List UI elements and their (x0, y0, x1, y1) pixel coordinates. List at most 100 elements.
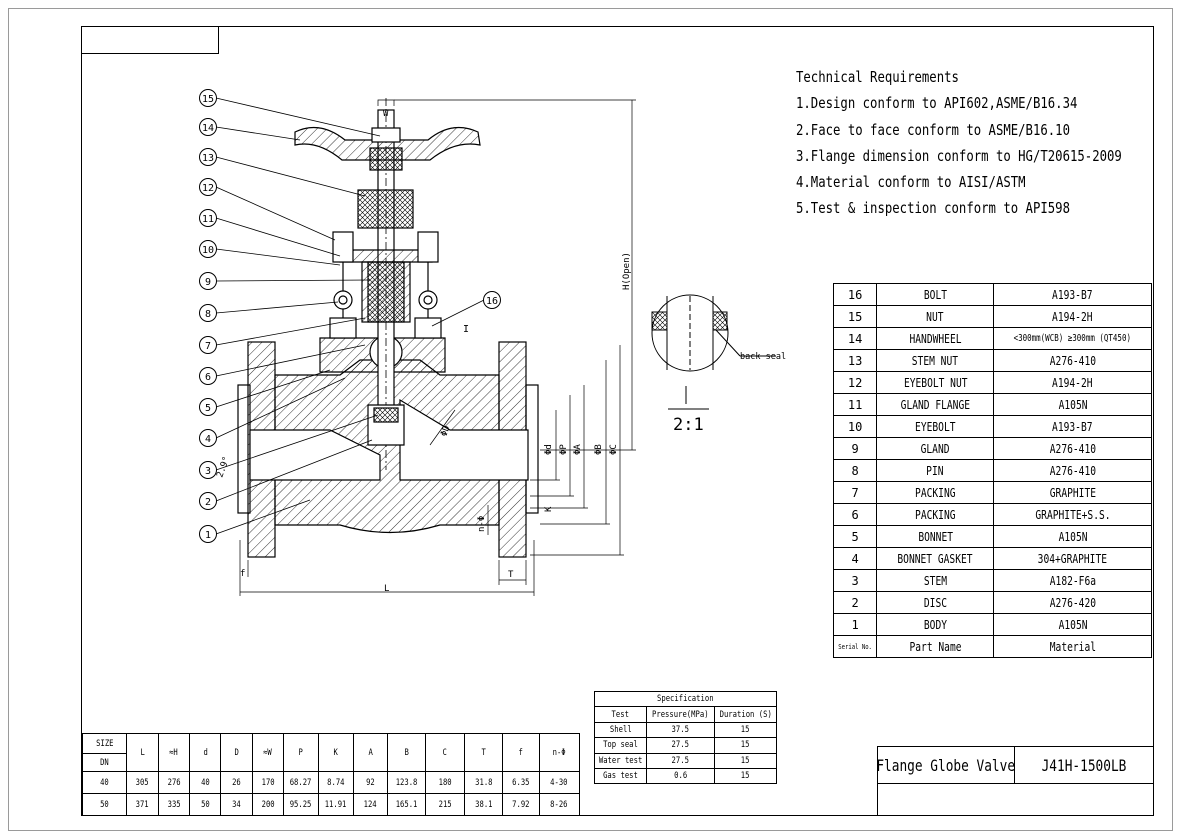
part-material: A194-2H (993, 305, 1152, 328)
part-material: A276-420 (993, 591, 1152, 614)
dims-cell: 8-26 (538, 793, 581, 816)
outer-frame (8, 8, 1173, 831)
spec-cell: 15 (713, 767, 778, 785)
part-no: 8 (832, 459, 878, 482)
dims-cell: 305 (126, 771, 159, 794)
specification-table: Specification Test Pressure(MPa) Duratio… (593, 690, 778, 785)
part-material: A105N (993, 393, 1152, 416)
svg-text:L: L (384, 584, 389, 594)
balloon-5: 5 (199, 398, 217, 416)
balloon-10: 10 (199, 240, 217, 258)
part-no: 12 (832, 371, 878, 394)
spec-cell: 37.5 (646, 721, 715, 739)
dn-value: 40 (81, 771, 128, 794)
svg-text:5: 5 (205, 403, 211, 414)
dims-cell: 276 (157, 771, 191, 794)
title-block: Flange Globe Valve J41H-1500LB (877, 746, 1153, 815)
part-name: EYEBOLT NUT (876, 371, 995, 394)
part-material: A276-410 (993, 459, 1152, 482)
spec-cell: Water test (593, 752, 648, 769)
dims-cell: 165.1 (386, 793, 427, 816)
balloon-8: 8 (199, 304, 217, 322)
dims-cell: 50 (189, 793, 222, 816)
spec-cell: 27.5 (646, 752, 715, 769)
part-material: A182-F6a (993, 569, 1152, 592)
detail-view (651, 294, 776, 410)
detail-mark-label: I (463, 324, 469, 335)
svg-text:n-Φ: n-Φ (477, 516, 487, 532)
dims-cell: 6.35 (502, 771, 540, 794)
tech-item: 1.Design conform to API602,ASME/B16.34 (796, 94, 1078, 113)
spec-cell: 0.6 (646, 767, 715, 785)
svg-text:11: 11 (202, 214, 214, 225)
svg-text:T: T (508, 570, 514, 580)
svg-text:4: 4 (205, 434, 211, 445)
material-header: Material (993, 635, 1152, 658)
part-no: 13 (832, 349, 878, 372)
tech-item: 5.Test & inspection conform to API598 (796, 199, 1070, 218)
part-material: A193-B7 (993, 415, 1152, 438)
dims-header: L (126, 733, 159, 772)
part-name: PIN (876, 459, 995, 482)
balloon-11: 11 (199, 209, 217, 227)
back-seal-label: back seal (740, 352, 786, 362)
balloon-16: 16 (483, 291, 501, 309)
dims-cell: 335 (157, 793, 191, 816)
part-no: 3 (832, 569, 878, 592)
tech-title: Technical Requirements (796, 68, 959, 86)
drawing-title: Flange Globe Valve (877, 747, 1015, 784)
valve-body (237, 98, 539, 558)
tech-item: 3.Flange dimension conform to HG/T20615-… (796, 146, 1122, 165)
dims-header: B (386, 733, 427, 772)
spec-title-row: Specification (593, 690, 778, 708)
spec-header-row: Test Pressure(MPa) Duration (S) (593, 706, 778, 723)
part-no: 11 (832, 393, 878, 416)
table-row: 40 305 276 40 26 170 68.27 8.74 92 123.8… (81, 771, 581, 794)
part-name: BONNET (876, 525, 995, 548)
dims-header: f (502, 733, 540, 772)
balloon-4: 4 (199, 429, 217, 447)
part-no: 6 (832, 503, 878, 526)
part-no: 2 (832, 591, 878, 614)
part-material: GRAPHITE (993, 481, 1152, 504)
part-name: PACKING (876, 481, 995, 504)
svg-text:2: 2 (205, 497, 211, 508)
dims-cell: 34 (220, 793, 253, 816)
model-number: J41H-1500LB (1015, 747, 1153, 784)
dims-cell: 180 (425, 771, 465, 794)
part-no: 5 (832, 525, 878, 548)
part-name: BODY (876, 613, 995, 636)
svg-text:16: 16 (486, 296, 498, 307)
part-name: EYEBOLT (876, 415, 995, 438)
dims-cell: 40 (189, 771, 222, 794)
dims-header: n-Φ (538, 733, 581, 772)
part-material: GRAPHITE+S.S. (993, 503, 1152, 526)
tech-item: 2.Face to face conform to ASME/B16.10 (796, 120, 1070, 139)
dims-cell: 92 (352, 771, 388, 794)
part-name: GLAND (876, 437, 995, 460)
part-no: 10 (832, 415, 878, 438)
svg-text:ΦC: ΦC (609, 444, 619, 455)
svg-text:14: 14 (202, 123, 214, 134)
part-no: 1 (832, 613, 878, 636)
balloons: 15 14 13 12 11 10 9 8 7 6 5 4 3 2 1 16 I (199, 89, 501, 543)
dims-cell: 4-30 (538, 771, 581, 794)
size-label: SIZE (81, 733, 128, 754)
svg-text:1: 1 (205, 530, 211, 541)
svg-text:2.9°: 2.9° (215, 455, 232, 479)
part-name-header: Part Name (876, 635, 995, 658)
part-material: A193-B7 (993, 283, 1152, 306)
balloon-leaders (215, 97, 485, 535)
svg-text:12: 12 (202, 183, 214, 194)
balloon-3: 3 (199, 461, 217, 479)
spec-header: Pressure(MPa) (646, 706, 715, 723)
spec-header: Duration (S) (713, 706, 778, 723)
dims-cell: 170 (251, 771, 285, 794)
